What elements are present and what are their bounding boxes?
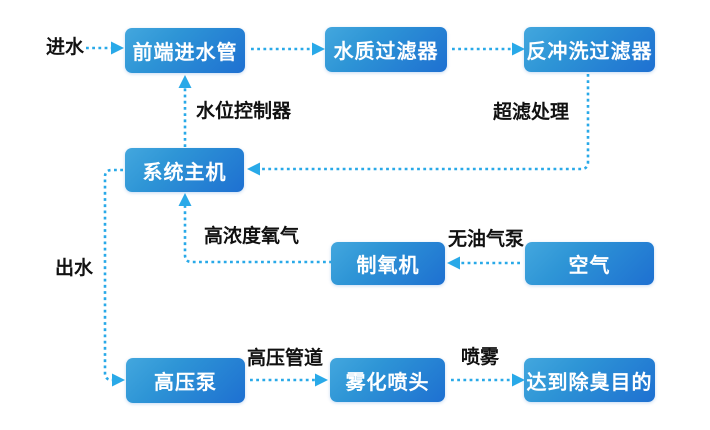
arrowhead-inlet-to-pipe <box>111 41 124 55</box>
node-atomizing-nozzle: 雾化喷头 <box>330 358 445 402</box>
arrowhead-oxygen-to-host <box>178 193 192 206</box>
arrowhead-air-to-oxygen <box>447 256 460 270</box>
node-high-pressure-pump: 高压泵 <box>126 358 245 403</box>
arrowhead-nozzle-to-goal <box>512 373 525 387</box>
arrowhead-host-to-pipe <box>178 75 192 88</box>
edge-backwash-to-host <box>260 74 590 171</box>
node-air: 空气 <box>525 242 654 285</box>
edge-oxygen-to-host <box>183 206 332 264</box>
label-spray: 喷雾 <box>461 346 500 368</box>
arrowhead-pipe-to-filter <box>312 42 325 56</box>
node-deodorization-goal: 达到除臭目的 <box>524 358 655 402</box>
label-high-concentration-oxygen: 高浓度氧气 <box>204 225 300 247</box>
arrowhead-pump-to-nozzle <box>315 373 328 387</box>
label-inlet-water: 进水 <box>46 36 85 58</box>
node-front-inlet-pipe: 前端进水管 <box>125 28 245 73</box>
node-water-quality-filter: 水质过滤器 <box>325 27 447 72</box>
node-system-host: 系统主机 <box>125 148 244 192</box>
arrowhead-backwash-to-host <box>247 162 260 176</box>
arrowhead-host-to-pump <box>112 373 125 387</box>
label-water-level-controller: 水位控制器 <box>196 100 292 122</box>
label-ultra-filtration: 超滤处理 <box>493 101 570 123</box>
label-high-pressure-pipeline: 高压管道 <box>247 347 324 369</box>
label-oil-free-air-pump: 无油气泵 <box>448 228 525 250</box>
edge-host-to-pump <box>103 168 123 382</box>
arrowhead-filter-to-backwash <box>512 42 525 56</box>
label-outlet-water: 出水 <box>55 257 94 279</box>
node-oxygen-generator: 制氧机 <box>331 242 445 285</box>
node-backwash-filter: 反冲洗过滤器 <box>524 27 655 72</box>
